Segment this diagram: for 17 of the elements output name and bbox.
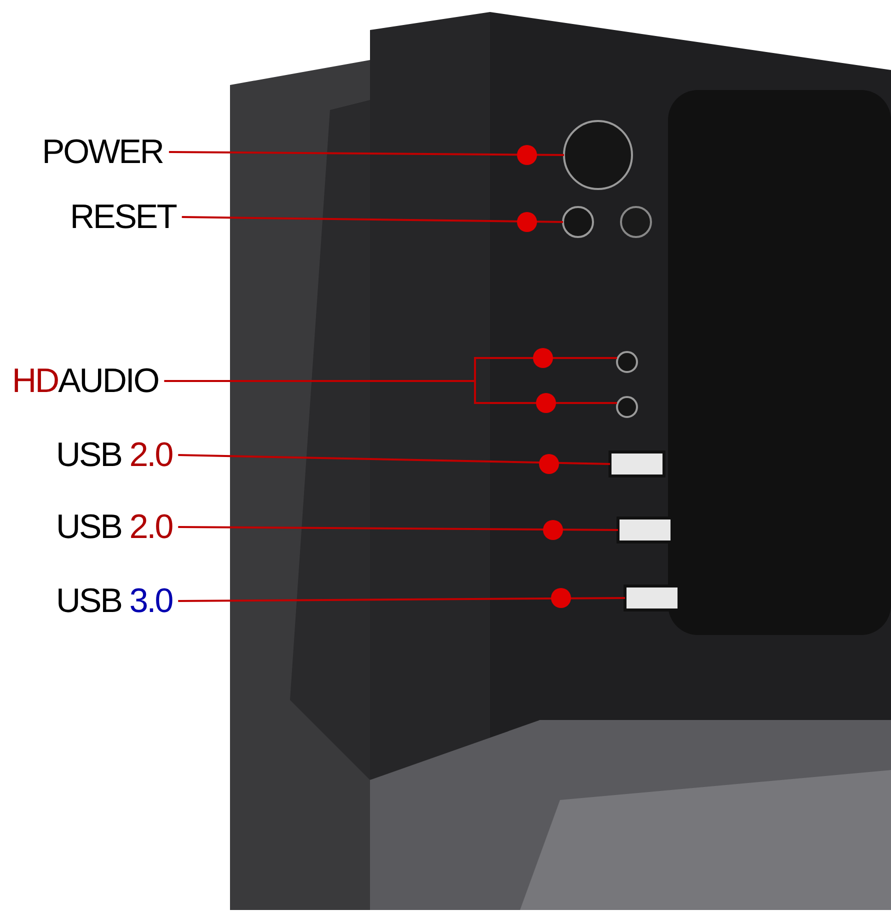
callout-label: USB 2.0 [56,507,172,547]
callout-label: USB 2.0 [56,435,172,475]
leader-line [178,597,625,602]
leader-line [178,526,618,531]
leader-line [168,151,564,156]
callout-label: HDAUDIO [12,361,158,401]
leader-line [178,454,610,465]
leader-line [164,380,617,404]
leader-line [182,216,564,223]
power-button [563,120,633,190]
callout-label: USB 3.0 [56,581,172,621]
callout-label: RESET [70,197,176,237]
usb-port [624,584,680,612]
usb-port [608,450,666,478]
reset-button [562,206,594,238]
usb-port [616,516,674,544]
callout-label: POWER [42,132,163,172]
